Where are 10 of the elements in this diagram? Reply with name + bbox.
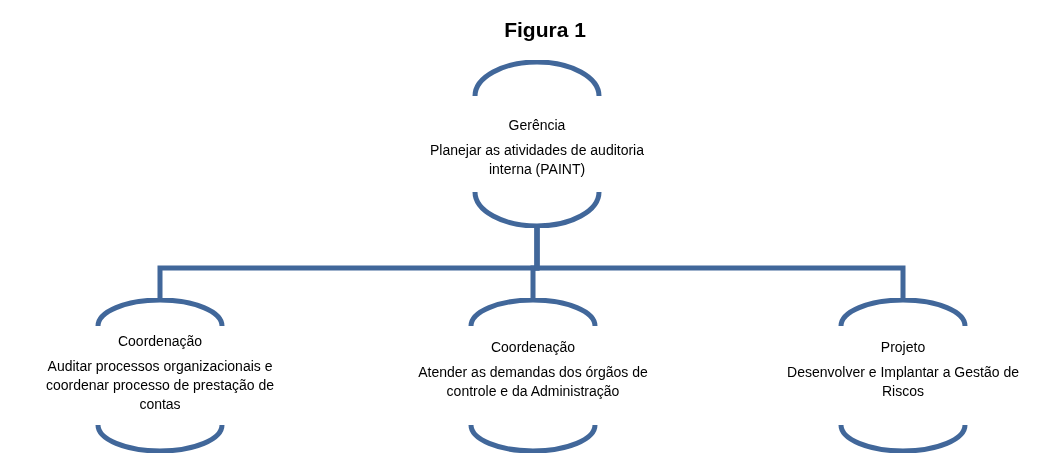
node-description: Desenvolver e Implantar a Gestão de Riscos (786, 363, 1020, 401)
node-description: Planejar as atividades de auditoria interna (PAINT) (429, 141, 645, 179)
node-heading: Projeto (880, 338, 926, 357)
node-heading: Gerência (508, 116, 566, 135)
node-description: Auditar processos organizacionais e coordenar processo de prestação de contas (44, 357, 275, 414)
node-description: Atender as demandas dos órgãos de controle e da Administração (417, 363, 649, 401)
connector-line (534, 228, 906, 298)
node-heading: Coordenação (490, 338, 576, 357)
figure-title: Figura 1 (503, 17, 587, 43)
node-heading: Coordenação (117, 332, 203, 351)
